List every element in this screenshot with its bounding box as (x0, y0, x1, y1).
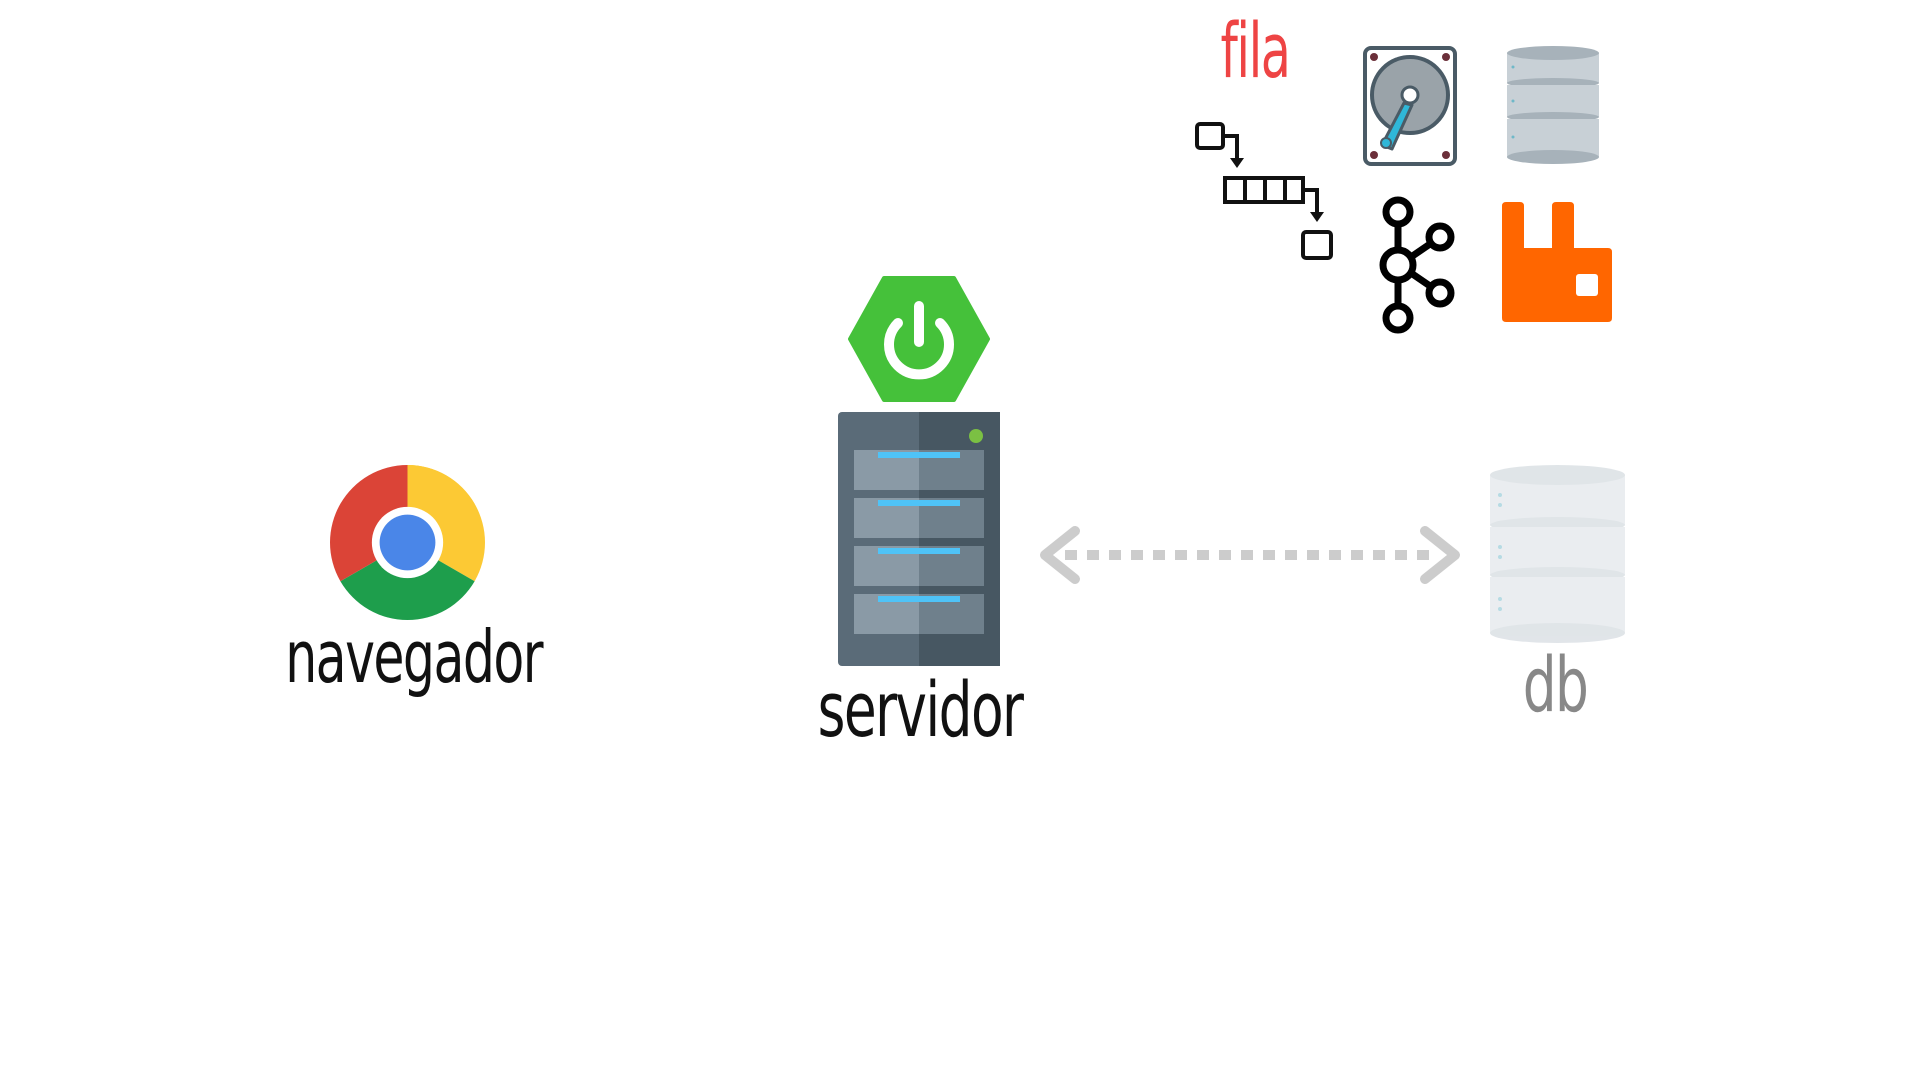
queue-label: fila (1220, 6, 1291, 95)
chrome-icon (330, 465, 485, 620)
db-label: db (1522, 640, 1589, 729)
browser-label: navegador (285, 615, 543, 699)
server-label: servidor (817, 665, 1024, 754)
server-rack-icon (838, 412, 1000, 666)
bidirectional-dashed-arrow (1040, 526, 1460, 584)
rabbitmq-icon (1502, 202, 1612, 322)
database-icon (1490, 465, 1625, 643)
database-stack-icon (1507, 46, 1599, 164)
hard-disk-icon (1363, 46, 1457, 166)
queue-diagram-icon (1195, 122, 1333, 260)
spring-boot-icon (848, 276, 990, 402)
kafka-icon (1379, 196, 1455, 334)
